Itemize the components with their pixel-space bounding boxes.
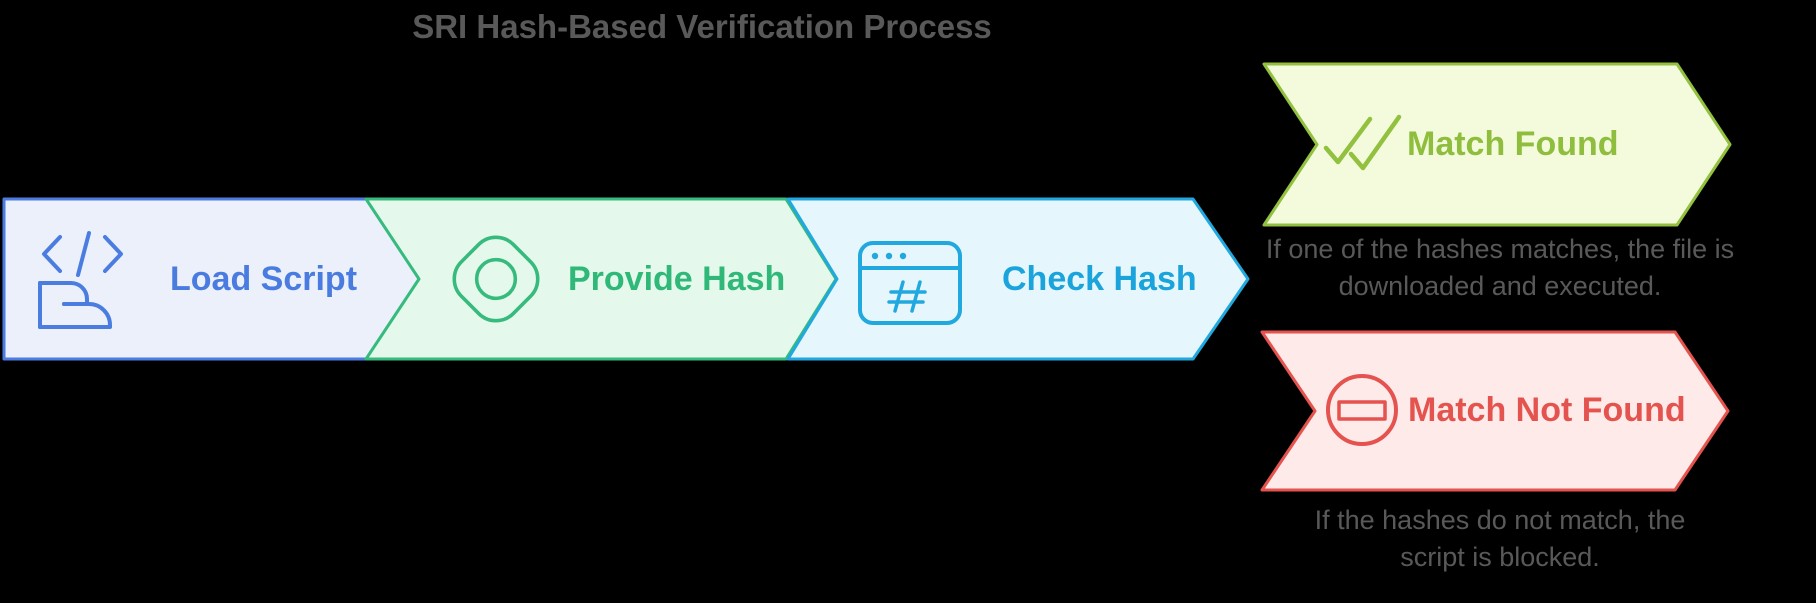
caption-match-not-found: If the hashes do not match, the script i… bbox=[1314, 505, 1686, 572]
chevron-shape-check-hash bbox=[786, 197, 1250, 361]
outcome-match-found: Match Found bbox=[1262, 62, 1734, 227]
arrow-shape-match-found bbox=[1262, 62, 1732, 227]
double-check-icon bbox=[1323, 114, 1402, 171]
step-check-hash: Check Hash bbox=[786, 197, 1252, 361]
step-label-check-hash: Check Hash bbox=[1002, 260, 1197, 298]
diagram-title: SRI Hash-Based Verification Process bbox=[412, 8, 992, 45]
outcome-label-match-found: Match Found bbox=[1407, 125, 1619, 163]
arrow-shape-match-not-found bbox=[1260, 330, 1730, 492]
no-entry-icon bbox=[1326, 374, 1398, 446]
outcome-match-not-found: Match Not Found bbox=[1260, 330, 1732, 492]
step-label-load-script: Load Script bbox=[170, 260, 358, 298]
caption-match-found: If one of the hashes matches, the file i… bbox=[1265, 234, 1735, 301]
step-load-script: Load Script bbox=[2, 197, 472, 361]
code-scroll-icon bbox=[38, 231, 123, 329]
step-provide-hash: Provide Hash bbox=[364, 197, 839, 361]
browser-hash-icon bbox=[858, 241, 962, 325]
outcome-label-match-not-found: Match Not Found bbox=[1408, 391, 1686, 429]
gem-button-icon bbox=[452, 235, 540, 323]
step-label-provide-hash: Provide Hash bbox=[568, 260, 786, 298]
